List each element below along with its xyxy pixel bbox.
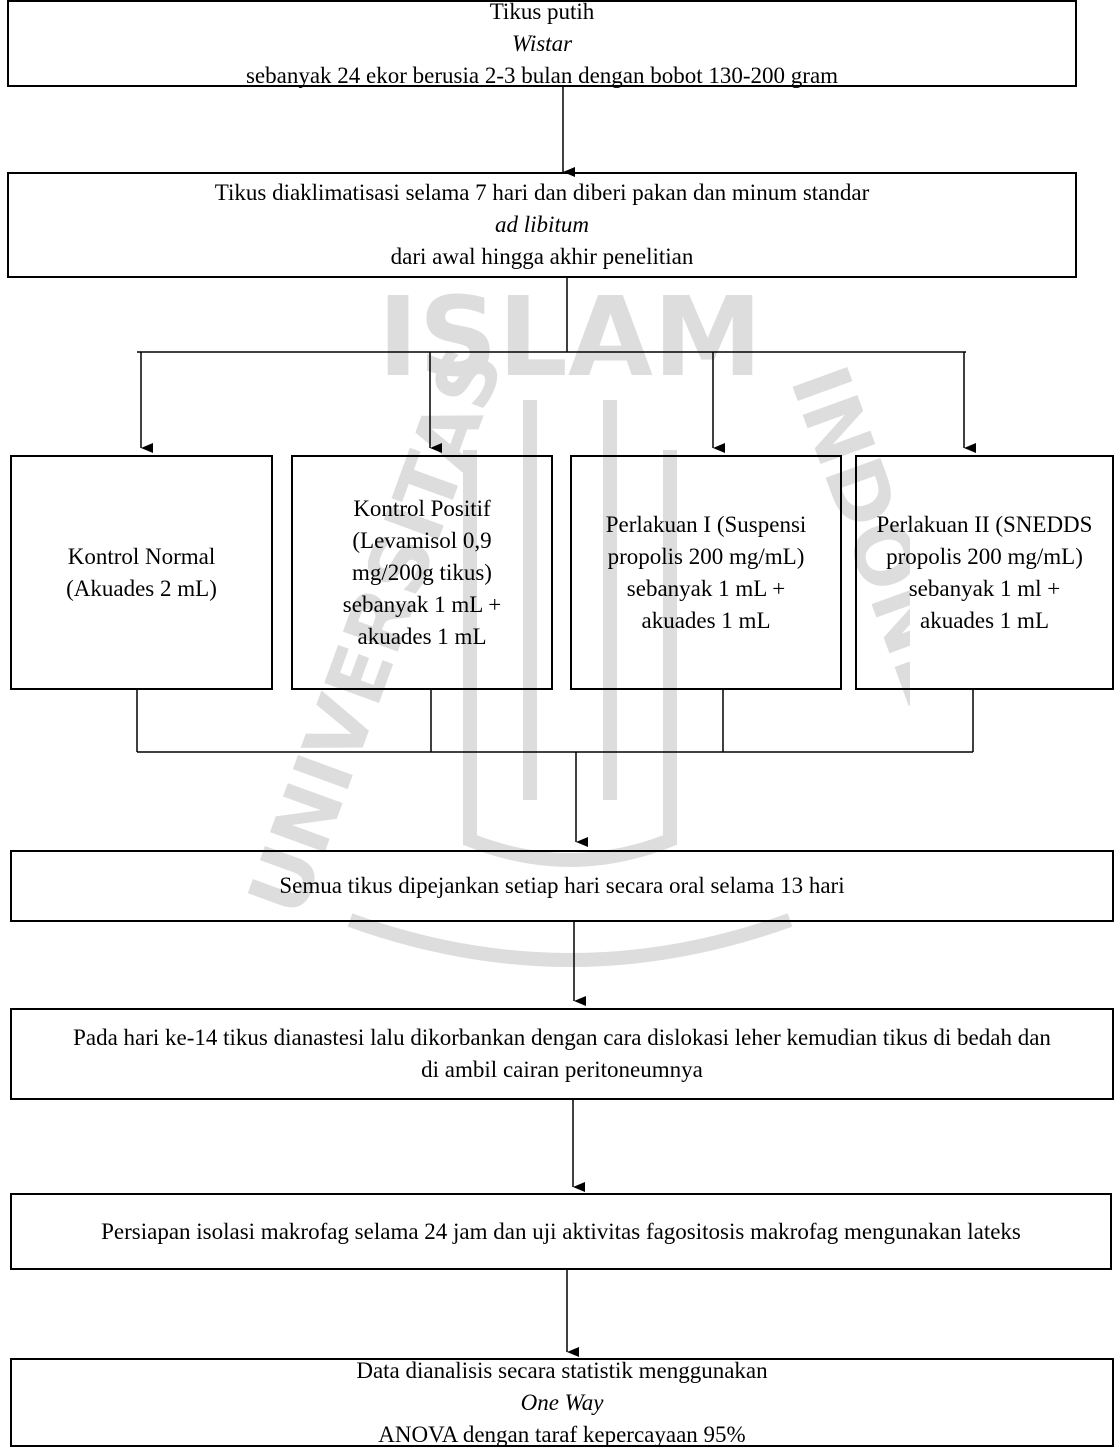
step6-text-a: Data dianalisis secara statistik menggun… bbox=[356, 1357, 768, 1383]
step-sacrifice-box: Pada hari ke-14 tikus dianastesi lalu di… bbox=[10, 1008, 1114, 1100]
group-perlakuan-2-box: Perlakuan II (SNEDDS propolis 200 mg/mL)… bbox=[855, 455, 1114, 690]
group-perlakuan-1-box: Perlakuan I (Suspensi propolis 200 mg/mL… bbox=[570, 455, 842, 690]
step4-text: Pada hari ke-14 tikus dianastesi lalu di… bbox=[73, 1025, 1051, 1082]
step6-text-italic: One Way bbox=[520, 1389, 604, 1415]
step1-text-italic: Wistar bbox=[511, 30, 573, 56]
step6-text-b: ANOVA dengan taraf kepercayaan 95% bbox=[378, 1421, 746, 1447]
step-acclimatization-box: Tikus diaklimatisasi selama 7 hari dan d… bbox=[7, 172, 1077, 278]
step2-text-a: Tikus diaklimatisasi selama 7 hari dan d… bbox=[214, 180, 870, 205]
step1-text-b: sebanyak 24 ekor berusia 2-3 bulan denga… bbox=[245, 62, 839, 88]
group-kontrol-positif-text: Kontrol Positif (Levamisol 0,9 mg/200g t… bbox=[342, 495, 502, 649]
step3-text: Semua tikus dipejankan setiap hari secar… bbox=[279, 873, 845, 898]
step2-text-b: dari awal hingga akhir penelitian bbox=[390, 244, 694, 269]
step-isolation-box: Persiapan isolasi makrofag selama 24 jam… bbox=[10, 1193, 1112, 1270]
group-kontrol-normal-text: Kontrol Normal (Akuades 2 mL) bbox=[66, 543, 217, 601]
group-kontrol-positif-box: Kontrol Positif (Levamisol 0,9 mg/200g t… bbox=[291, 455, 553, 690]
step5-text: Persiapan isolasi makrofag selama 24 jam… bbox=[101, 1218, 1021, 1244]
step2-text-italic: ad libitum bbox=[495, 212, 589, 237]
step-dosing-box: Semua tikus dipejankan setiap hari secar… bbox=[10, 850, 1114, 922]
step1-text-a: Tikus putih bbox=[489, 0, 595, 24]
group-perlakuan-2-text: Perlakuan II (SNEDDS propolis 200 mg/mL)… bbox=[876, 511, 1093, 633]
group-perlakuan-1-text: Perlakuan I (Suspensi propolis 200 mg/mL… bbox=[605, 511, 807, 633]
step-analysis-box: Data dianalisis secara statistik menggun… bbox=[10, 1358, 1114, 1447]
step-start-box: Tikus putih Wistar sebanyak 24 ekor beru… bbox=[7, 0, 1077, 88]
group-kontrol-normal-box: Kontrol Normal (Akuades 2 mL) bbox=[10, 455, 273, 690]
